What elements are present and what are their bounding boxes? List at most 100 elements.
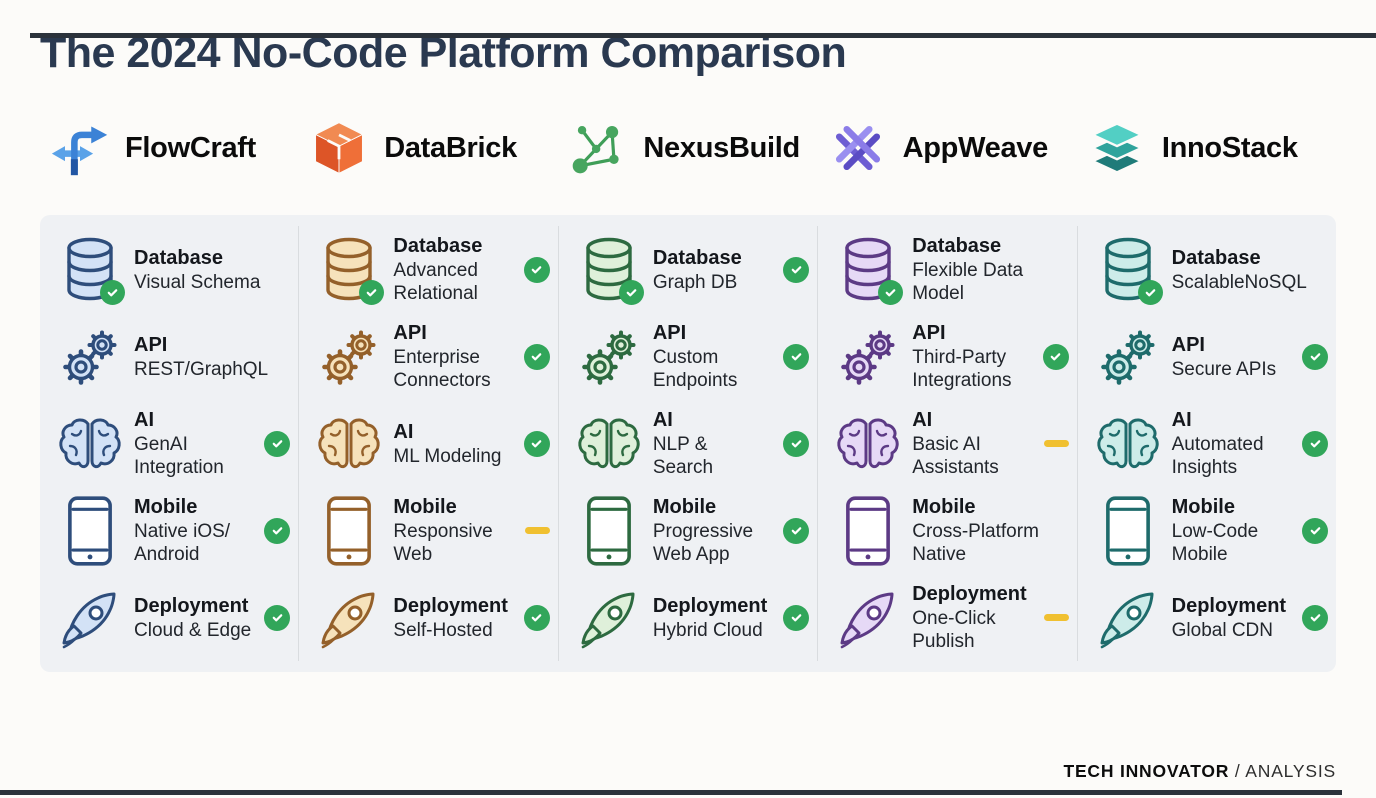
logo-row: FlowCraft DataBrick NexusBuild AppWeave …: [40, 105, 1336, 191]
database-icon: [577, 234, 644, 306]
feature-category: Deployment: [652, 594, 768, 617]
feature-value: ScalableNoSQL: [1171, 271, 1307, 293]
feature-text: Deployment Cloud & Edge: [134, 594, 252, 643]
feature-text: AI GenAI Integration: [134, 408, 252, 480]
innostack-row-api: API Secure APIs: [1096, 313, 1329, 400]
feature-category: API: [652, 321, 687, 344]
feature-text: API Enterprise Connectors: [393, 321, 511, 393]
databrick-row-api: API Enterprise Connectors: [317, 313, 550, 400]
feature-text: Deployment Global CDN: [1172, 594, 1290, 643]
feature-value: Self-Hosted: [393, 619, 493, 641]
feature-category: Database: [393, 234, 483, 257]
check-icon: [523, 343, 550, 370]
deployment-rocket-icon: [836, 582, 900, 654]
appweave-row-deployment: Deployment One-Click Publish: [836, 574, 1069, 661]
feature-category: API: [912, 321, 946, 344]
column-innostack: Database ScalableNoSQL API Secure APIs A…: [1076, 226, 1336, 662]
check-icon: [1302, 430, 1329, 457]
feature-category: API: [134, 333, 168, 356]
feature-text: Mobile Progressive Web App: [653, 495, 771, 567]
flowcraft-row-api: API REST/GraphQL: [58, 313, 290, 400]
logo-cell-databrick: DataBrick: [299, 105, 558, 191]
feature-value: REST/GraphQL: [134, 358, 269, 380]
feature-text: Database Advanced Relational: [393, 234, 511, 306]
database-icon: [317, 234, 385, 306]
logo-cell-innostack: InnoStack: [1077, 105, 1336, 191]
innostack-row-ai: AI Automated Insights: [1096, 400, 1329, 487]
databrick-logo-icon: [309, 118, 369, 178]
databrick-row-ai: AI ML Modeling: [317, 400, 550, 487]
innostack-row-deployment: Deployment Global CDN: [1096, 574, 1329, 661]
ai-brain-icon: [577, 408, 641, 480]
check-badge-icon: [359, 279, 385, 305]
feature-text: AI NLP & Search: [653, 408, 771, 480]
nexusbuild-row-ai: AI NLP & Search: [577, 400, 810, 487]
column-databrick: Database Advanced Relational API Enterpr…: [298, 226, 557, 662]
feature-category: AI: [652, 408, 673, 431]
feature-value: NLP & Search: [652, 434, 714, 479]
top-accent-bar: [30, 33, 1376, 38]
database-icon: [836, 234, 904, 306]
feature-category: API: [393, 321, 427, 344]
flowcraft-row-mobile: Mobile Native iOS/ Android: [58, 487, 291, 574]
check-badge-icon: [878, 279, 904, 305]
feature-text: API REST/GraphQL: [134, 333, 278, 382]
logo-cell-nexusbuild: NexusBuild: [558, 105, 817, 191]
footer-separator: /: [1234, 761, 1241, 781]
ai-brain-icon: [836, 408, 900, 480]
nexusbuild-logo-icon: [568, 118, 628, 178]
check-icon: [523, 430, 550, 457]
feature-category: AI: [1171, 408, 1192, 431]
deployment-rocket-icon: [1096, 582, 1160, 654]
feature-category: Mobile: [393, 495, 457, 518]
feature-value: Automated Insights: [1171, 434, 1264, 479]
flowcraft-row-database: Database Visual Schema: [58, 226, 290, 313]
dash-icon: [1043, 614, 1069, 622]
check-icon: [264, 430, 291, 457]
api-gears-icon: [58, 321, 122, 393]
platform-name: FlowCraft: [125, 131, 257, 164]
feature-value: One-Click Publish: [912, 608, 996, 653]
feature-category: Deployment: [1171, 594, 1287, 617]
check-icon: [1302, 604, 1329, 631]
api-gears-icon: [317, 321, 381, 393]
ai-brain-icon: [58, 408, 122, 480]
feature-text: Database Graph DB: [653, 246, 771, 295]
feature-text: Mobile Low-Code Mobile: [1172, 495, 1290, 567]
feature-text: Mobile Responsive Web: [393, 495, 512, 567]
feature-text: API Secure APIs: [1172, 333, 1290, 382]
feature-value: Custom Endpoints: [652, 347, 738, 392]
mobile-phone-icon: [1096, 495, 1160, 567]
feature-value: Global CDN: [1171, 619, 1273, 641]
feature-text: Deployment One-Click Publish: [912, 582, 1031, 654]
platform-name: AppWeave: [902, 131, 1049, 164]
feature-category: AI: [134, 408, 154, 431]
dash-icon: [1043, 440, 1069, 448]
feature-value: Responsive Web: [393, 521, 493, 566]
deployment-rocket-icon: [577, 582, 641, 654]
database-icon: [1096, 234, 1163, 306]
feature-value: Third-Party Integrations: [912, 347, 1012, 392]
database-icon: [58, 234, 125, 306]
mobile-phone-icon: [317, 495, 381, 567]
feature-value: GenAI Integration: [134, 434, 224, 479]
logo-cell-appweave: AppWeave: [818, 105, 1077, 191]
feature-text: Deployment Self-Hosted: [393, 594, 511, 643]
ai-brain-icon: [317, 408, 381, 480]
feature-value: Advanced Relational: [393, 260, 478, 305]
column-nexusbuild: Database Graph DB API Custom Endpoints A…: [557, 226, 817, 662]
flowcraft-logo-icon: [50, 118, 110, 178]
feature-value: Secure APIs: [1171, 358, 1277, 380]
logo-cell-flowcraft: FlowCraft: [40, 105, 299, 191]
feature-value: Progressive Web App: [652, 521, 754, 566]
feature-category: API: [1171, 333, 1205, 356]
check-icon: [783, 517, 810, 544]
feature-text: Database Flexible Data Model: [912, 234, 1056, 306]
deployment-rocket-icon: [317, 582, 381, 654]
feature-category: Database: [1171, 246, 1261, 269]
ai-brain-icon: [1096, 408, 1160, 480]
flowcraft-row-ai: AI GenAI Integration: [58, 400, 291, 487]
check-icon: [783, 343, 810, 370]
check-icon: [523, 604, 550, 631]
feature-value: Cloud & Edge: [134, 619, 252, 641]
